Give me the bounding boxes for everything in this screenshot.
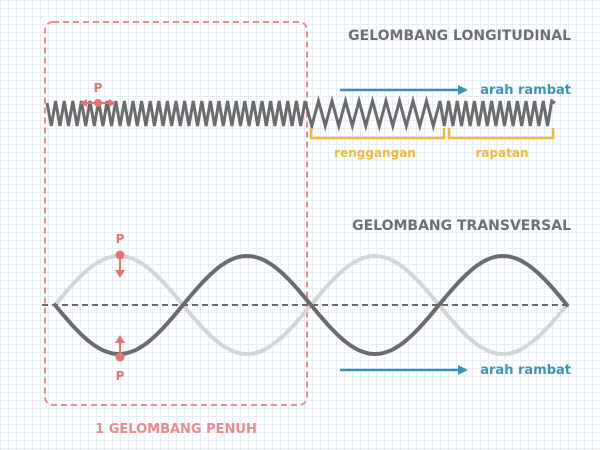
wave-particle-bottom-label: P (116, 369, 125, 383)
transverse-wave (55, 256, 567, 354)
transverse-title: GELOMBANG TRANSVERSAL (352, 218, 571, 234)
longitudinal-title: GELOMBANG LONGITUDINAL (348, 28, 571, 44)
spring-particle-dot (94, 99, 102, 107)
longitudinal-direction-label: arah rambat (480, 83, 571, 98)
wave-particle-top-arrow-head (115, 270, 125, 278)
rarefaction-bracket (311, 128, 444, 138)
transverse-direction-label: arah rambat (480, 363, 571, 378)
longitudinal-arrow-head (458, 85, 468, 95)
wave-particle-bottom-dot (116, 353, 125, 362)
compression-bracket (449, 128, 553, 138)
wave-particle-top-label: P (116, 232, 125, 246)
spring-particle-label: P (94, 81, 103, 95)
rarefaction-label: renggangan (334, 146, 416, 160)
transverse-arrow-head (458, 365, 468, 375)
compression-label: rapatan (475, 146, 528, 160)
full-wave-label: 1 GELOMBANG PENUH (95, 422, 257, 437)
spring-coil (47, 101, 555, 126)
